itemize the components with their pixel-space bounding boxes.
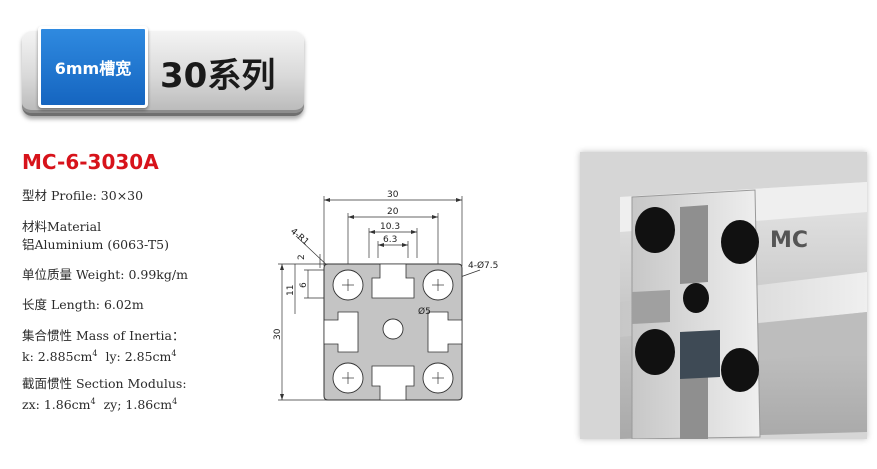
dim-6-3: 6.3 [383, 235, 397, 245]
modulus-zx: zx: 1.86cm [22, 397, 91, 413]
model-number: MC-6-3030A [22, 150, 159, 174]
slot-width-tab: 6mm槽宽 [38, 26, 148, 108]
modulus-zy-exp: 4 [172, 397, 178, 406]
spec-modulus-values: zx: 1.86cm4 zy; 1.86cm4 [22, 392, 177, 414]
modulus-zx-exp: 4 [90, 397, 96, 406]
inertia-kx-exp: 4 [92, 349, 98, 358]
spec-material-value: 铝Aluminium (6063-T5) [22, 237, 169, 252]
dim-11: 11 [286, 285, 296, 296]
spec-modulus-label: 截面惯性 Section Modulus: [22, 376, 187, 391]
spec-inertia-values: k: 2.885cm4 ly: 2.85cm4 [22, 344, 176, 366]
modulus-zy: zy; 1.86cm [103, 397, 173, 413]
inertia-ly: ly: 2.85cm [105, 349, 172, 365]
dim-30-left: 30 [273, 328, 283, 340]
slot-width-label: 6mm槽宽 [54, 59, 132, 78]
dim-30-top: 30 [387, 190, 399, 200]
dim-center: Ø5 [418, 306, 431, 317]
spec-length: 长度 Length: 6.02m [22, 297, 144, 312]
spec-profile: 型材 Profile: 30×30 [22, 188, 144, 203]
spec-inertia-label: 集合惯性 Mass of Inertia： [22, 328, 185, 343]
inertia-ly-exp: 4 [171, 349, 177, 358]
dim-20: 20 [387, 207, 399, 217]
dim-6: 6 [299, 282, 309, 288]
cross-section-drawing: 30 20 10.3 6.3 4-R1 2 6 11 30 4-Ø7.5 Ø5 [273, 190, 498, 401]
dim-10-3: 10.3 [380, 222, 400, 232]
dim-hole: 4-Ø7.5 [468, 260, 498, 271]
spec-material-label: 材料Material [22, 219, 102, 234]
dim-2: 2 [297, 254, 307, 260]
spec-unit-mass: 单位质量 Weight: 0.99kg/m [22, 267, 188, 282]
photo-brand-mark: MC [770, 228, 808, 253]
product-photo: MC [580, 152, 867, 439]
series-title: 30系列 [160, 56, 276, 96]
inertia-kx: k: 2.885cm [22, 349, 93, 365]
dim-r1: 4-R1 [288, 227, 310, 248]
